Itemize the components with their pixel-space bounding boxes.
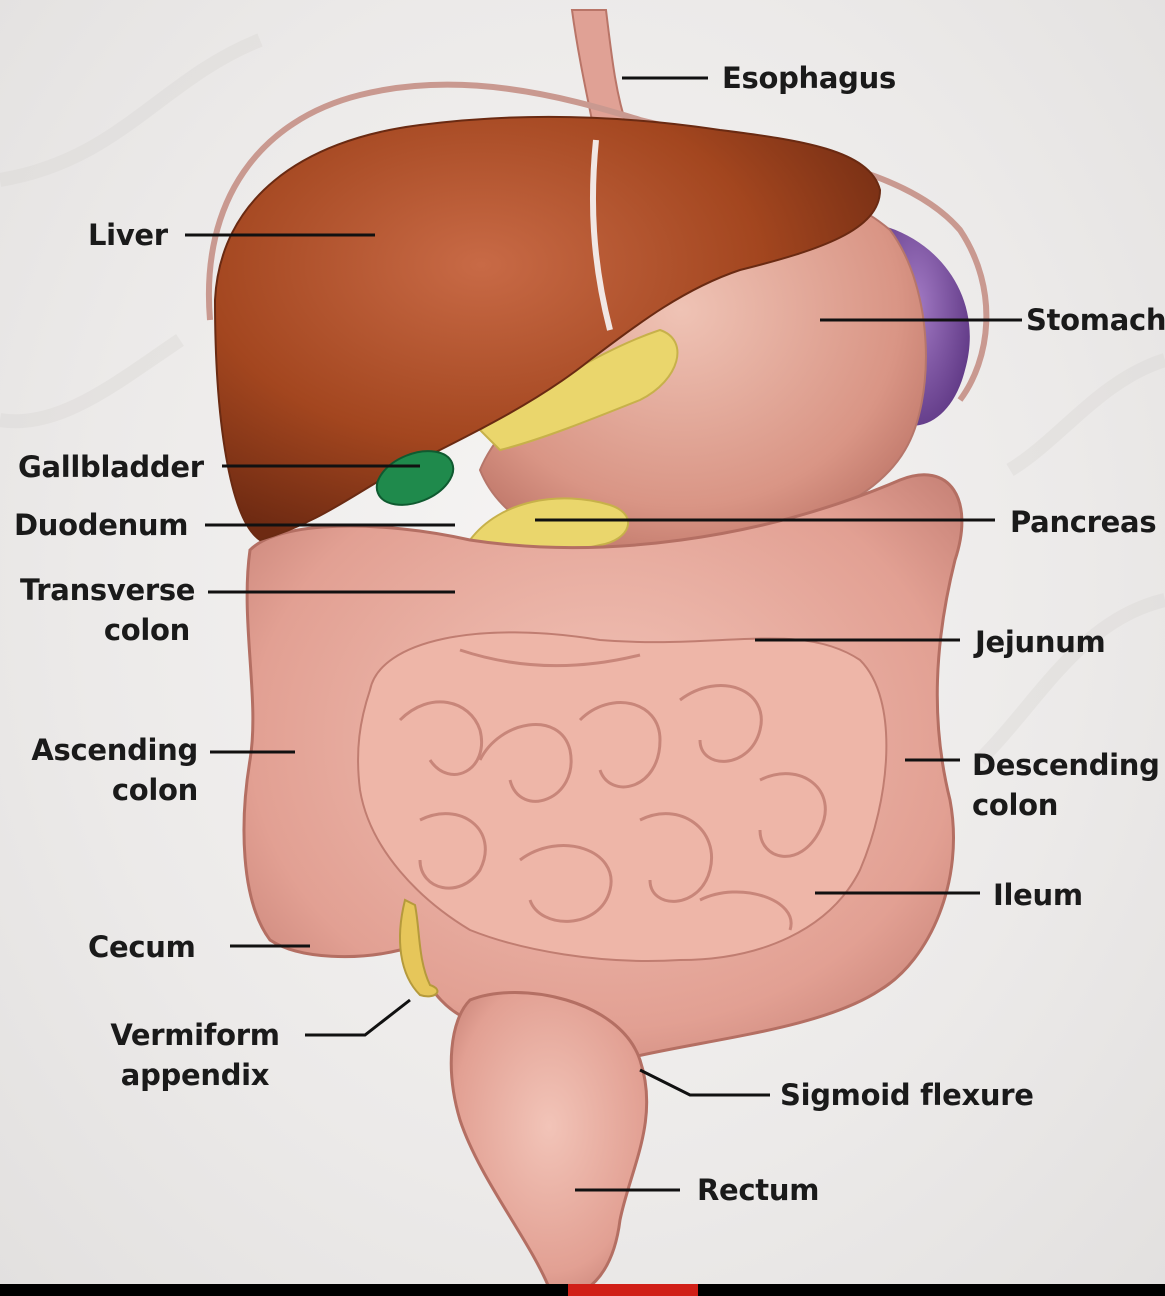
label-descending-colon-line1: Descending bbox=[972, 745, 1160, 785]
label-appendix-line2: appendix bbox=[95, 1055, 295, 1095]
label-gallbladder: Gallbladder bbox=[18, 447, 204, 487]
label-jejunum: Jejunum bbox=[975, 622, 1105, 662]
label-duodenum: Duodenum bbox=[14, 505, 188, 545]
label-liver: Liver bbox=[88, 215, 168, 255]
leader-sigmoid bbox=[640, 1070, 770, 1095]
label-pancreas: Pancreas bbox=[1010, 502, 1156, 542]
label-ascending-colon-line1: Ascending bbox=[20, 730, 198, 770]
label-ileum: Ileum bbox=[993, 875, 1083, 915]
label-stomach: Stomach bbox=[1026, 300, 1165, 340]
leader-appendix bbox=[305, 1000, 410, 1035]
label-cecum: Cecum bbox=[88, 927, 196, 967]
label-ascending-colon-line2: colon bbox=[20, 770, 198, 810]
label-transverse-colon-line1: Transverse bbox=[20, 570, 190, 610]
label-descending-colon-line2: colon bbox=[972, 785, 1058, 825]
label-appendix-line1: Vermiform bbox=[95, 1015, 295, 1055]
label-transverse-colon-line2: colon bbox=[20, 610, 190, 650]
label-rectum: Rectum bbox=[697, 1170, 819, 1210]
bottom-red-indicator bbox=[568, 1284, 698, 1296]
label-sigmoid-flexure: Sigmoid flexure bbox=[780, 1075, 1034, 1115]
rectum-shape bbox=[451, 993, 646, 1291]
label-esophagus: Esophagus bbox=[722, 58, 896, 98]
